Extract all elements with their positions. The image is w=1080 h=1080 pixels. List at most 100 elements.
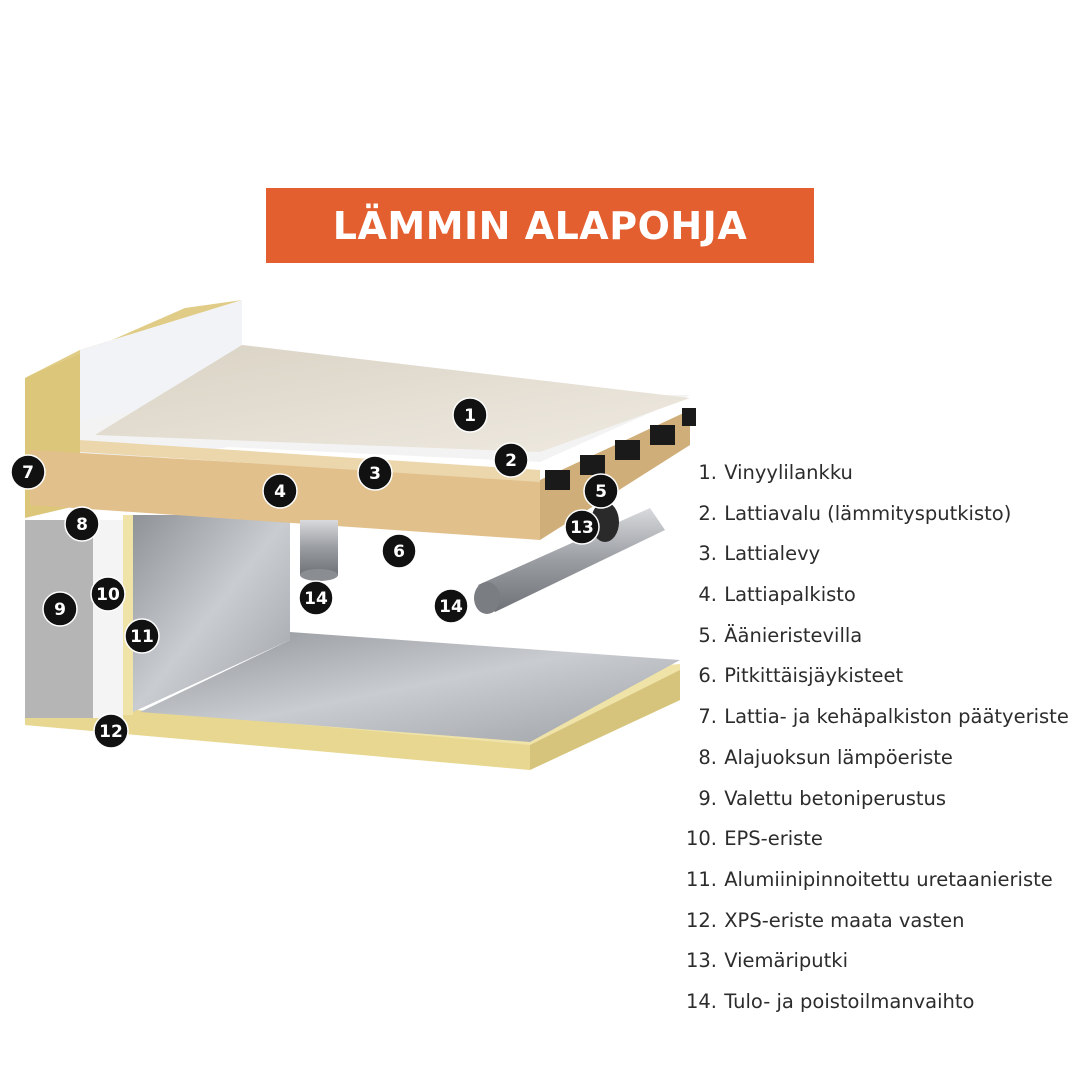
legend-number: 1. bbox=[698, 461, 717, 484]
callout-marker-circle bbox=[433, 588, 469, 624]
legend-number: 13. bbox=[685, 949, 717, 973]
legend-text: Äänieristevilla bbox=[724, 623, 863, 647]
callout-marker: 3 bbox=[357, 455, 393, 491]
callout-marker-label: 9 bbox=[54, 600, 66, 620]
callout-marker: 10 bbox=[90, 576, 126, 612]
legend-item: 11. Alumiinipinnoitettu uretaanieriste bbox=[676, 862, 1069, 903]
callout-marker-label: 8 bbox=[76, 515, 88, 535]
legend-item: 8. Alajuoksun lämpöeriste bbox=[676, 740, 1069, 781]
legend-number: 4. bbox=[698, 583, 717, 607]
legend-item: 5. Äänieristevilla bbox=[676, 618, 1069, 659]
callout-marker-label: 1 bbox=[464, 406, 476, 426]
legend-item: 7. Lattia- ja kehäpalkiston päätyeriste bbox=[676, 699, 1069, 740]
vinyl-plank-surface bbox=[95, 345, 690, 452]
callout-marker-circle bbox=[64, 506, 100, 542]
legend-text: Lattiapalkisto bbox=[724, 583, 856, 607]
callout-marker: 12 bbox=[93, 713, 129, 749]
legend-number: 10. bbox=[685, 827, 717, 851]
legend-number: 2. bbox=[698, 501, 717, 525]
vertical-ventilation-duct bbox=[300, 520, 338, 575]
legend-item: 6. Pitkittäisjäykisteet bbox=[676, 658, 1069, 699]
legend-number: 3. bbox=[698, 542, 717, 566]
legend-number: 7. bbox=[698, 705, 717, 729]
callout-marker-label: 14 bbox=[439, 597, 463, 617]
floor-board bbox=[80, 440, 540, 482]
callout-marker-circle bbox=[452, 397, 488, 433]
legend-text: Alumiinipinnoitettu uretaanieriste bbox=[724, 867, 1053, 891]
callout-marker-circle bbox=[357, 455, 393, 491]
callout-marker-circle bbox=[493, 442, 529, 478]
callout-marker-circle bbox=[381, 533, 417, 569]
legend-item: 9. Valettu betoniperustus bbox=[676, 781, 1069, 822]
callout-marker-circle bbox=[298, 580, 334, 616]
legend-item: 1. Vinyylilankku bbox=[676, 455, 1069, 496]
legend-number: 12. bbox=[685, 908, 717, 932]
legend-text: Valettu betoniperustus bbox=[724, 786, 947, 810]
legend-number: 5. bbox=[698, 623, 717, 647]
legend-item: 4. Lattiapalkisto bbox=[676, 577, 1069, 618]
legend-text: Lattia- ja kehäpalkiston päätyeriste bbox=[724, 705, 1069, 729]
legend-item: 10. EPS-eriste bbox=[676, 821, 1069, 862]
callout-marker: 8 bbox=[64, 506, 100, 542]
callout-marker-label: 13 bbox=[570, 518, 594, 538]
callout-marker-label: 11 bbox=[130, 627, 154, 647]
callout-marker-circle bbox=[124, 618, 160, 654]
callout-marker-label: 3 bbox=[369, 464, 381, 484]
callout-marker-circle bbox=[564, 509, 600, 545]
callout-marker-label: 5 bbox=[595, 482, 607, 502]
legend-text: Lattiavalu (lämmitysputkisto) bbox=[724, 501, 1012, 525]
title-banner: LÄMMIN ALAPOHJA bbox=[266, 188, 814, 263]
legend-number: 14. bbox=[685, 989, 717, 1013]
joist-ends bbox=[545, 408, 696, 490]
legend-number: 9. bbox=[698, 786, 717, 810]
callout-marker-circle bbox=[10, 454, 46, 490]
page-title: LÄMMIN ALAPOHJA bbox=[332, 203, 748, 248]
legend-text: Viemäriputki bbox=[724, 949, 849, 973]
xps-slab-front bbox=[25, 700, 530, 770]
callout-marker: 5 bbox=[583, 473, 619, 509]
legend-text: EPS-eriste bbox=[724, 827, 823, 851]
legend-item: 3. Lattialevy bbox=[676, 536, 1069, 577]
callout-marker: 13 bbox=[564, 509, 600, 545]
callout-marker: 7 bbox=[10, 454, 46, 490]
legend-number: 6. bbox=[698, 664, 717, 688]
callout-marker-circle bbox=[42, 591, 78, 627]
callout-marker-circle bbox=[262, 473, 298, 509]
callout-marker: 14 bbox=[433, 588, 469, 624]
duct-end bbox=[474, 582, 500, 614]
callout-marker-circle bbox=[583, 473, 619, 509]
horizontal-ventilation-duct bbox=[478, 508, 665, 612]
callout-marker-label: 6 bbox=[393, 542, 405, 562]
legend-text: Vinyylilankku bbox=[724, 461, 853, 484]
callout-marker-label: 14 bbox=[304, 589, 328, 609]
callout-marker-label: 12 bbox=[99, 722, 123, 742]
callout-marker-label: 10 bbox=[96, 585, 120, 605]
callout-marker: 4 bbox=[262, 473, 298, 509]
legend-item: 13. Viemäriputki bbox=[676, 943, 1069, 984]
callout-marker: 14 bbox=[298, 580, 334, 616]
legend-number: 8. bbox=[698, 745, 717, 769]
eps-insulation bbox=[93, 520, 123, 718]
callout-marker: 11 bbox=[124, 618, 160, 654]
legend-text: Pitkittäisjäykisteet bbox=[724, 664, 904, 688]
eps-yellow-edge bbox=[123, 515, 133, 715]
callout-marker: 2 bbox=[493, 442, 529, 478]
legend-text: Alajuoksun lämpöeriste bbox=[724, 745, 953, 769]
legend-text: Lattialevy bbox=[724, 542, 821, 566]
callout-marker-label: 4 bbox=[274, 482, 286, 502]
callout-marker-circle bbox=[93, 713, 129, 749]
legend-text: Tulo- ja poistoilmanvaihto bbox=[724, 989, 975, 1013]
legend-item: 14. Tulo- ja poistoilmanvaihto bbox=[676, 984, 1069, 1025]
xps-slab-side bbox=[530, 670, 680, 770]
callout-marker: 9 bbox=[42, 591, 78, 627]
callout-marker: 6 bbox=[381, 533, 417, 569]
foil-ground-insulation bbox=[140, 632, 680, 742]
foil-wall-insulation bbox=[133, 515, 290, 712]
callout-marker-label: 7 bbox=[22, 463, 34, 483]
callout-marker: 1 bbox=[452, 397, 488, 433]
callout-marker-circle bbox=[90, 576, 126, 612]
legend-item: 2. Lattiavalu (lämmitysputkisto) bbox=[676, 496, 1069, 537]
